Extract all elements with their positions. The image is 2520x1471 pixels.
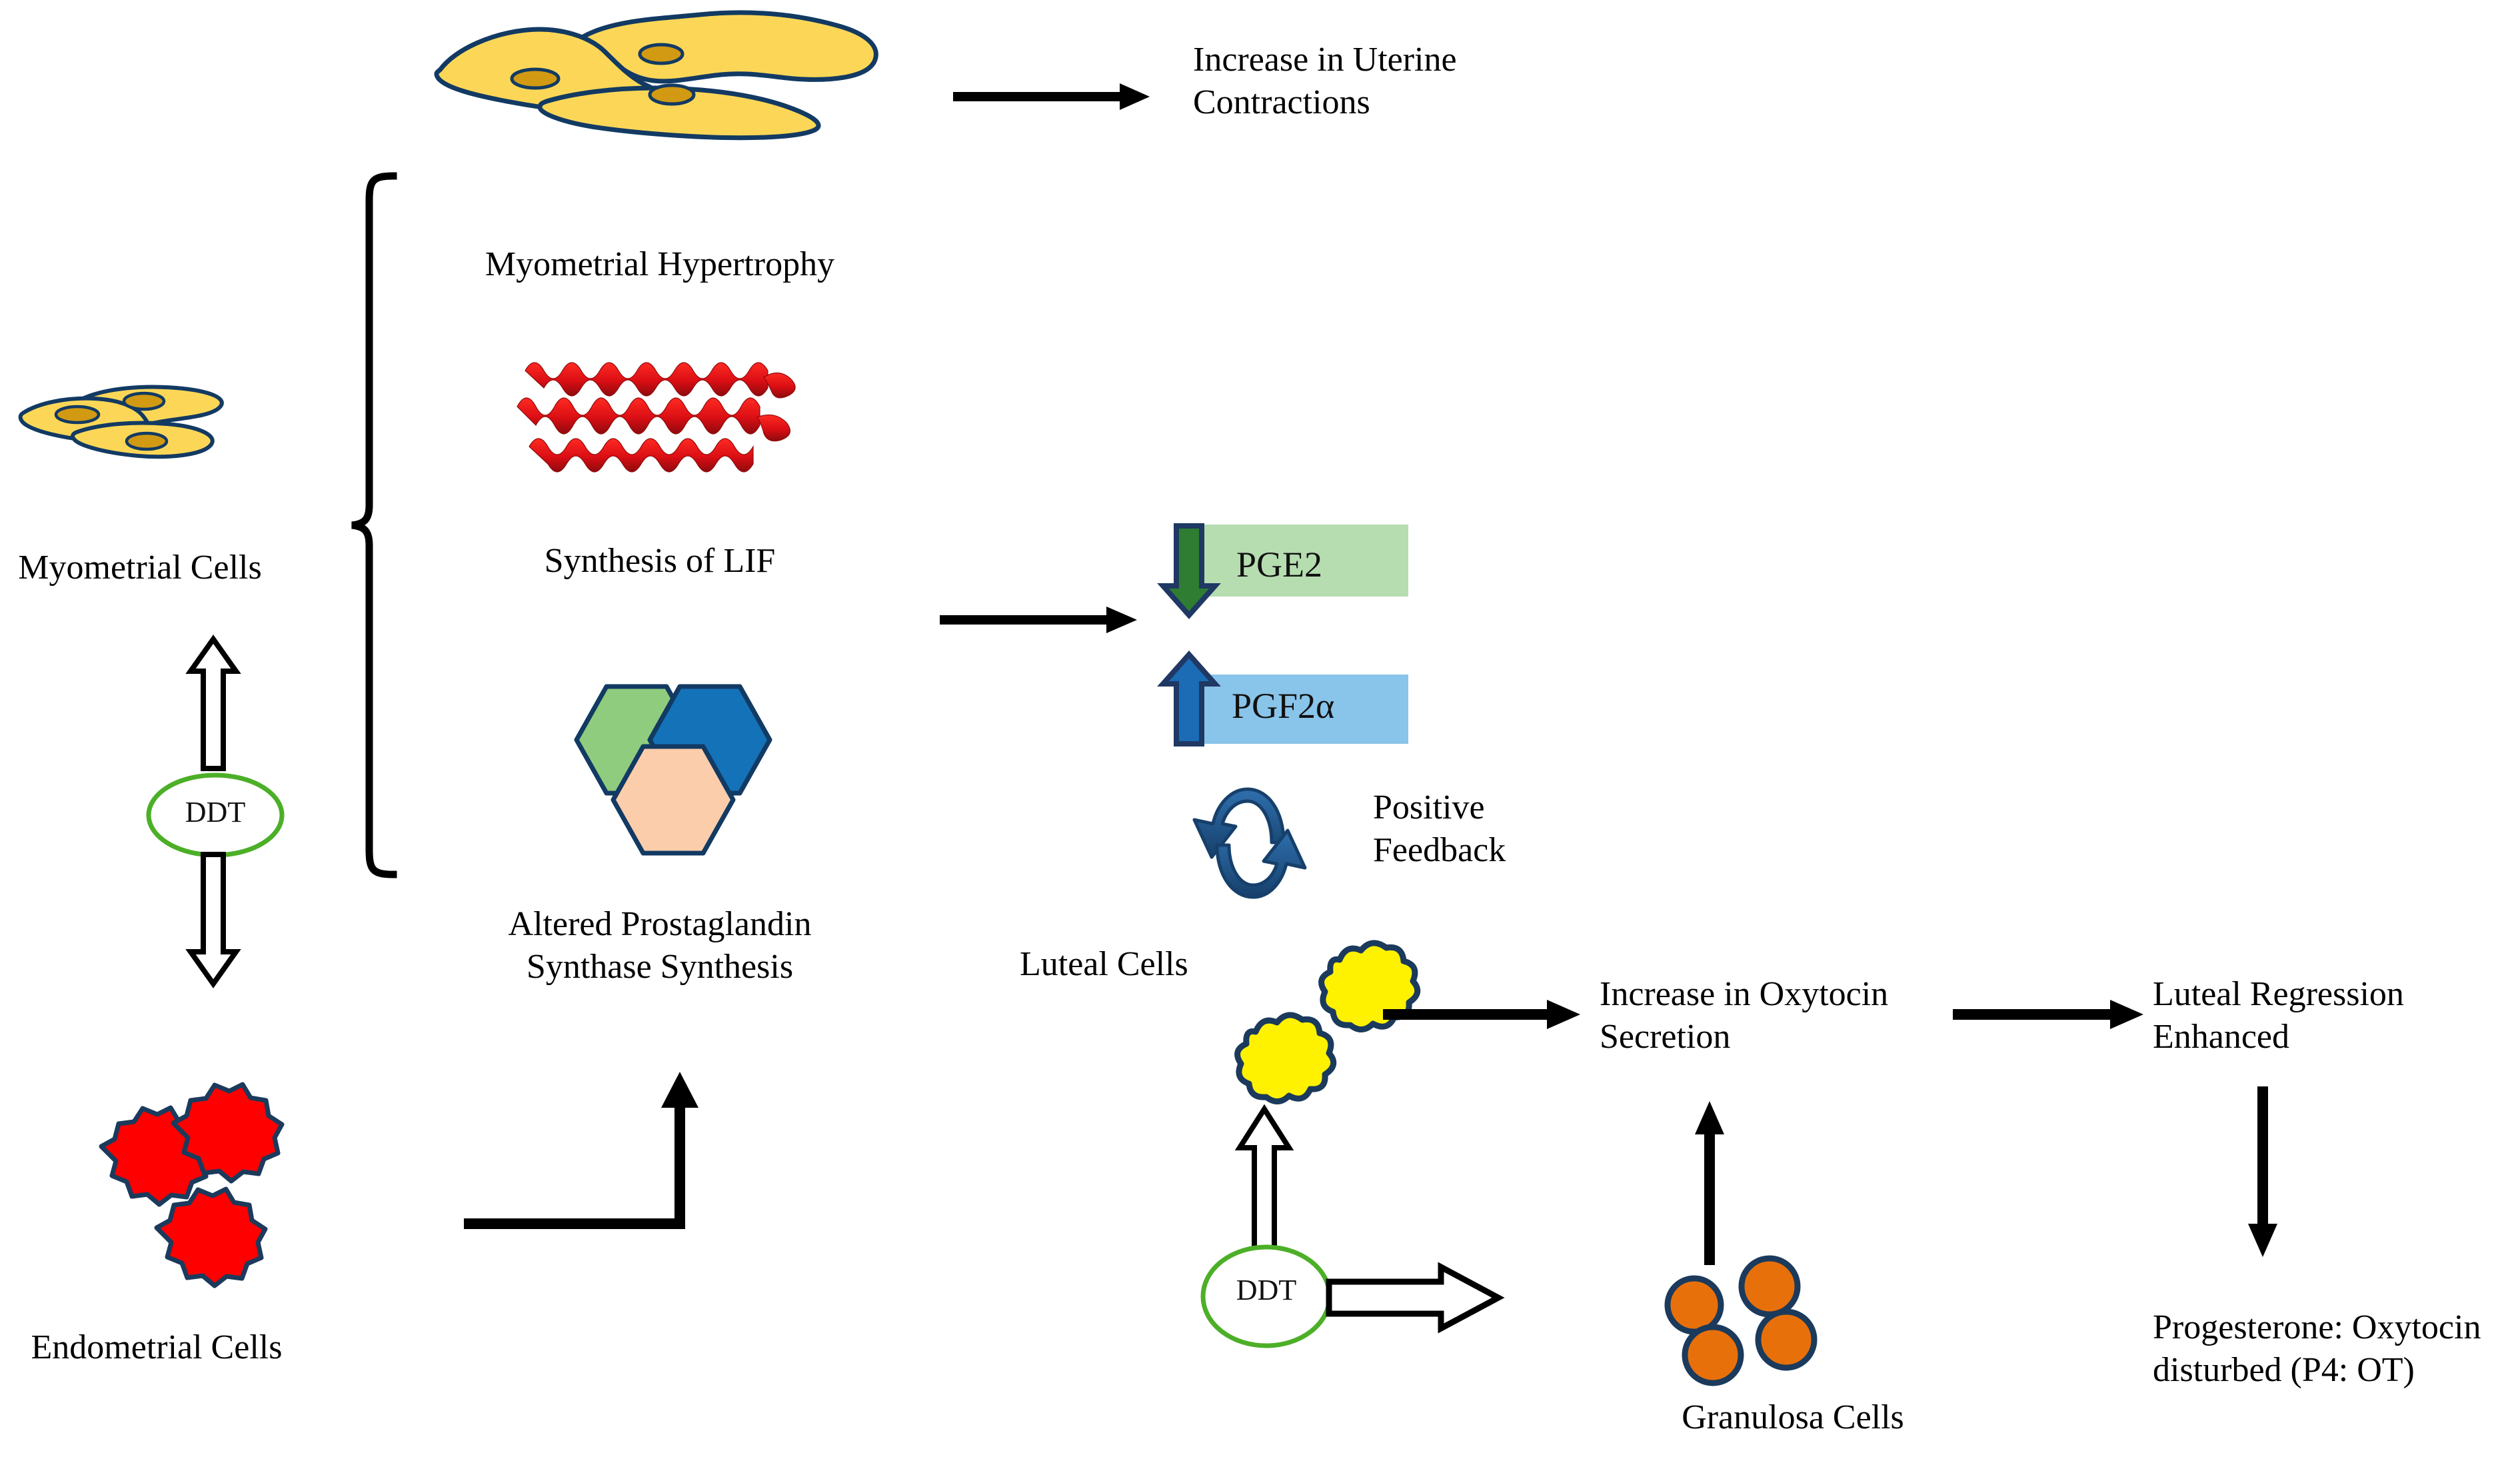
hollow-up-arrow-to-luteal xyxy=(1234,1104,1294,1254)
arrow-granulosa-to-oxytocin xyxy=(1686,1100,1733,1266)
pge2-block xyxy=(1157,523,1408,620)
label-ddt-left: DDT xyxy=(185,796,246,828)
hollow-up-arrow-to-myometrial xyxy=(185,635,241,771)
label-synthesis-of-lif: Synthesis of LIF xyxy=(544,542,776,580)
left-curly-brace-icon xyxy=(347,172,407,878)
myometrial-cell-cluster-icon xyxy=(13,380,293,487)
lif-protein-helix-icon xyxy=(513,353,813,487)
label-positive-feedback: Positive Feedback xyxy=(1373,788,1506,870)
label-myometrial-cells: Myometrial Cells xyxy=(18,549,262,587)
elbow-arrow-endometrial-to-prostaglandin xyxy=(464,1072,698,1232)
label-endometrial-cells: Endometrial Cells xyxy=(31,1328,283,1366)
label-luteal-cells: Luteal Cells xyxy=(1020,945,1188,983)
prostaglandin-hexagon-trio-icon xyxy=(560,673,780,866)
hollow-right-arrow-from-ddt xyxy=(1326,1262,1505,1336)
label-increase-uterine-contractions: Increase in Uterine Contractions xyxy=(1193,41,1457,122)
label-ddt-right: DDT xyxy=(1236,1274,1297,1306)
arrow-hypertrophy-to-contractions xyxy=(953,77,1153,117)
label-pge2: PGE2 xyxy=(1236,545,1323,585)
granulosa-cell-cluster-icon xyxy=(1653,1255,1826,1386)
myometrial-cell-cluster-icon xyxy=(420,0,886,141)
arrow-oxytocin-to-luteal-regression xyxy=(1953,994,2146,1034)
arrow-regression-to-progesterone xyxy=(2239,1086,2286,1260)
label-pgf2a: PGF2α xyxy=(1232,686,1335,726)
arrow-prostaglandin-to-pge2 xyxy=(940,600,1140,640)
label-luteal-regression: Luteal Regression Enhanced xyxy=(2153,975,2404,1056)
label-granulosa-cells: Granulosa Cells xyxy=(1682,1398,1904,1436)
label-myometrial-hypertrophy: Myometrial Hypertrophy xyxy=(485,245,835,283)
pgf2a-block xyxy=(1157,650,1408,746)
label-altered-prostaglandin: Altered Prostaglandin Synthase Synthesis xyxy=(508,905,812,986)
circular-feedback-arrows-icon xyxy=(1181,778,1328,905)
arrow-luteal-to-oxytocin xyxy=(1383,994,1583,1034)
label-increase-oxytocin: Increase in Oxytocin Secretion xyxy=(1600,975,1889,1056)
label-progesterone-oxytocin: Progesterone: Oxytocin disturbed (P4: OT… xyxy=(2153,1308,2481,1390)
endometrial-cell-cluster-icon xyxy=(53,1066,285,1288)
hollow-down-arrow-to-endometrial xyxy=(185,852,241,988)
